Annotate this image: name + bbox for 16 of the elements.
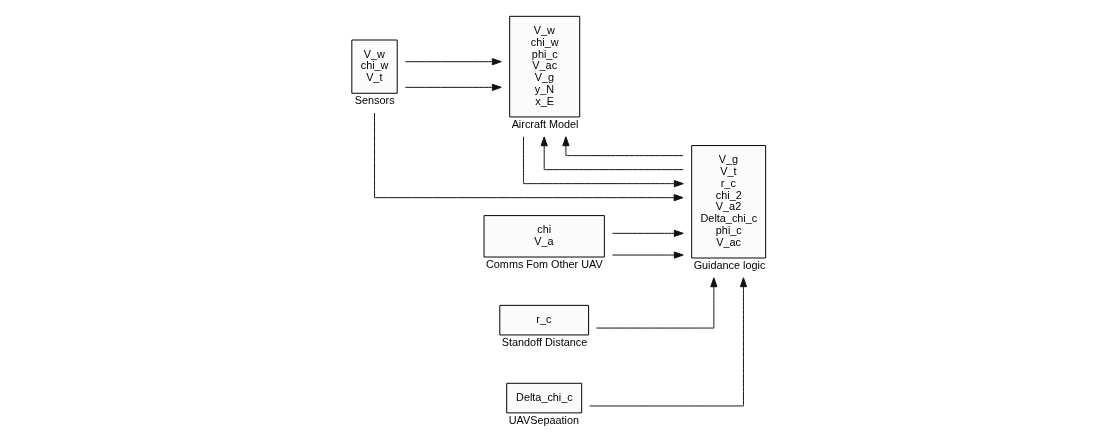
arrow (374, 112, 684, 202)
node-label: Aircraft Model (511, 117, 579, 130)
node-label: Sensors (354, 93, 395, 106)
arrow (611, 251, 684, 259)
node-label: Comms Fom Other UAV (486, 257, 603, 270)
node-label: UAVSepaation (508, 413, 580, 426)
arrow (562, 136, 684, 157)
arrow (596, 277, 718, 329)
arrow (540, 136, 684, 171)
arrow (404, 58, 502, 66)
arrow (589, 277, 748, 407)
arrow (611, 229, 684, 237)
arrow (404, 83, 502, 91)
arrow (523, 136, 684, 188)
node-label: Standoff Distance (501, 335, 588, 348)
node-label: Guidance logic (693, 258, 766, 271)
